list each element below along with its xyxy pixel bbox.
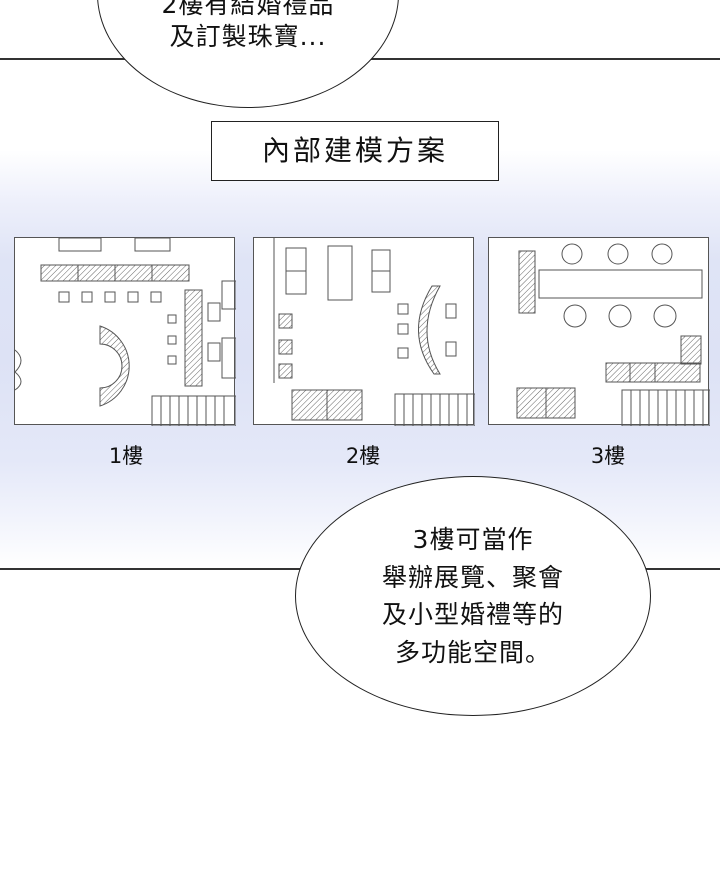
speech-text-bottom: 3樓可當作 舉辦展覽、聚會 及小型婚禮等的 多功能空間。 [296,521,650,671]
floor-plan-1 [14,237,236,426]
floor-plan-2-drawing [273,238,475,426]
floor-plan-2 [253,237,475,426]
floor-label-1: 1樓 [108,444,144,468]
floor-plan-1-drawing [15,238,236,426]
floor-plan-3-drawing [516,243,710,426]
speech-line: 及訂製珠寶... [169,22,327,51]
section-title: 內部建模方案 [211,121,499,181]
speech-bubble-bottom: 3樓可當作 舉辦展覽、聚會 及小型婚禮等的 多功能空間。 [295,476,651,716]
speech-line: 2樓有結婚禮品 [161,0,335,19]
speech-line: 及小型婚禮等的 [381,600,564,629]
floor-plan-3 [488,237,710,426]
speech-line: 舉辦展覽、聚會 [381,562,564,592]
speech-line: 3樓可當作 [412,525,534,554]
speech-bubble-top: 2樓有結婚禮品 及訂製珠寶... [97,0,399,108]
speech-line: 多功能空間。 [394,637,551,667]
floor-label-3: 3樓 [590,444,626,468]
floor-label-2: 2樓 [345,444,381,468]
speech-text-top: 2樓有結婚禮品 及訂製珠寶... [98,0,398,53]
